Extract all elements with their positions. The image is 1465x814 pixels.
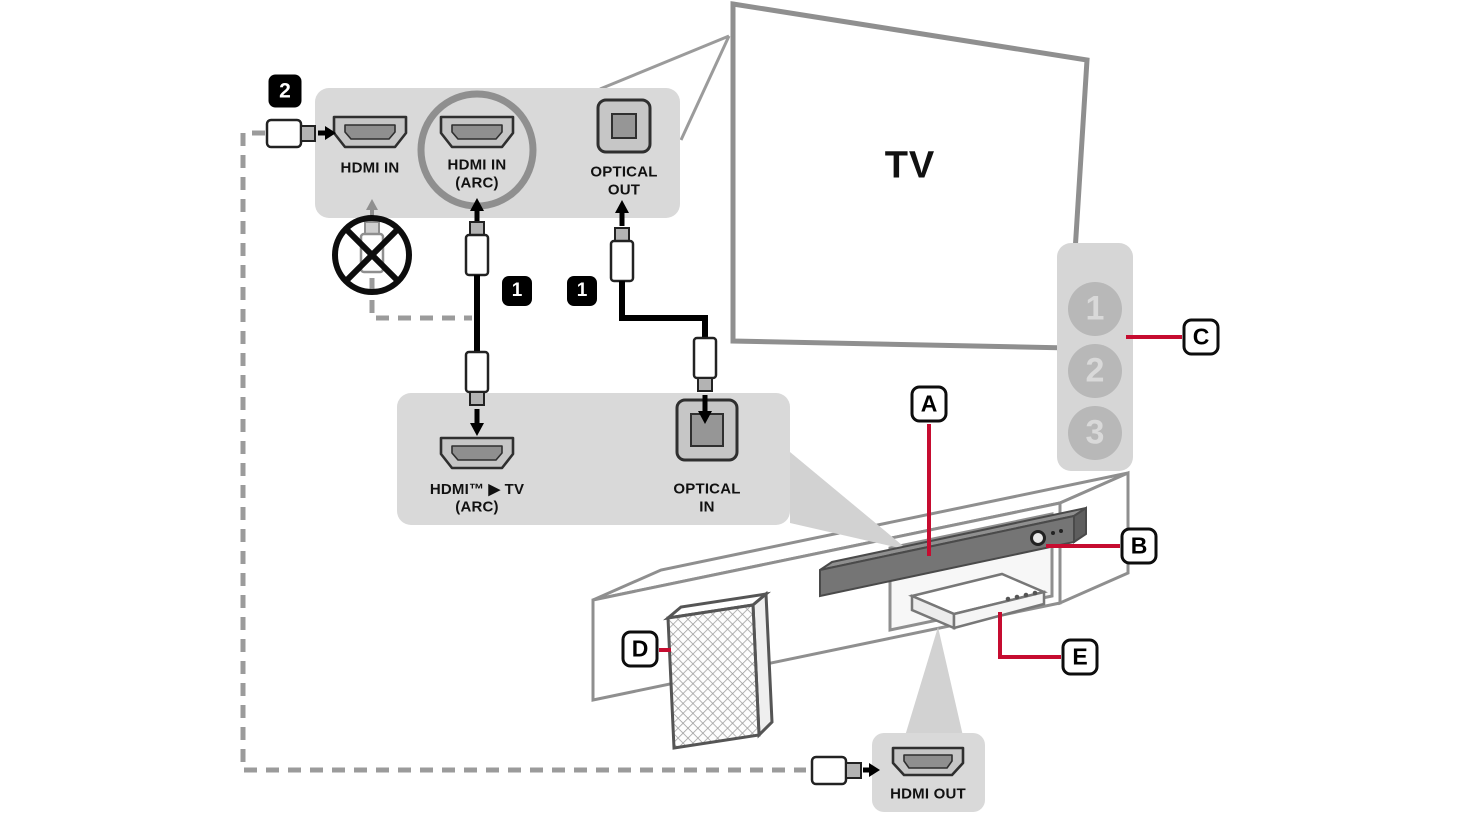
remote-button-3-label: 3 [1085,413,1105,452]
callout-leader-lines [659,335,1182,659]
optical-out-label-line1: OPTICAL [590,163,658,181]
optical-plug-icon [609,239,635,283]
hdmi-in-arc-port-icon [439,115,515,149]
arrow-down-icon [698,411,712,424]
step-1-badge-optical: 1 [567,276,597,306]
callout-e-line [998,612,1061,659]
prohibition-icon [332,215,412,295]
media-device-button-dot [1005,596,1011,602]
tv-label: TV [884,144,936,187]
callout-b-box: B [1120,527,1158,565]
remote-button-1-label: 1 [1085,289,1105,328]
arc-hdmi-cable [464,198,490,436]
optical-cable [609,200,718,424]
callout-a-box: A [910,385,948,423]
subwoofer-grille [666,603,761,750]
tv-callout-line-upper [599,34,730,91]
soundbar-button-dot [1059,529,1063,533]
optical-in-label-line2: IN [699,498,715,516]
remote-button-2 [1068,344,1122,398]
soundbar-hdmi-label-line1: HDMI™ ▶ TV [429,481,525,498]
optical-plug-icon [692,336,718,380]
tv-callout-line-lower [679,35,731,141]
arrow-right-icon [869,763,880,777]
hdmi-arc-label-line2: (ARC) [455,174,499,192]
hdmi-plug-step2-icon [265,118,336,149]
dashed-hdmi-cable-route [240,130,806,773]
prohibited-dashed-route [369,278,472,321]
hdmi-plug-icon [464,233,490,277]
remote-button-2-label: 2 [1085,351,1105,390]
prohibited-connection [332,199,412,295]
hdmi-out-port-icon [891,746,965,777]
soundbar [819,506,1087,598]
arrow-right-icon [325,126,336,140]
media-device-button-dot [1023,592,1029,598]
step-1-badge-hdmi: 1 [502,276,532,306]
callout-c-box: C [1182,318,1220,356]
arrow-up-icon [366,199,378,210]
arrow-up-icon [470,198,484,211]
subwoofer [662,590,774,750]
soundbar-front-face [819,514,1075,598]
soundbar-button-dot [1051,531,1055,535]
soundbar-hdmi-arc-port-icon [439,436,515,470]
hdmi-plug-stb-icon [810,755,880,786]
arrow-down-icon [470,423,484,436]
hdmi-in-port-icon [332,115,408,149]
remote-button-3 [1068,406,1122,460]
soundbar-hdmi-label-line2: (ARC) [455,498,499,516]
hdmi-in-label: HDMI IN [340,159,400,177]
hdmi-out-label: HDMI OUT [890,785,966,803]
optical-in-label-line1: OPTICAL [673,480,741,498]
hdmi-arc-label-line1: HDMI IN [447,156,507,174]
media-device-button-dot [1014,594,1020,600]
remote-button-1 [1068,282,1122,336]
soundbar-control-ring [1030,530,1046,546]
callout-d-box: D [621,630,659,668]
media-device [908,572,1048,630]
step-2-badge: 2 [268,74,302,108]
optical-out-label-line2: OUT [607,181,641,199]
soundbar-callout-wedge [790,452,908,550]
stb-callout-wedge [905,627,963,736]
hdmi-plug-icon [464,350,490,394]
remote-button-panel [1057,243,1133,471]
optical-out-port-icon [596,98,652,154]
callout-e-box: E [1061,638,1099,676]
media-device-front [952,590,1046,630]
arrow-up-icon [615,200,629,213]
media-device-button-dot [1032,590,1038,596]
